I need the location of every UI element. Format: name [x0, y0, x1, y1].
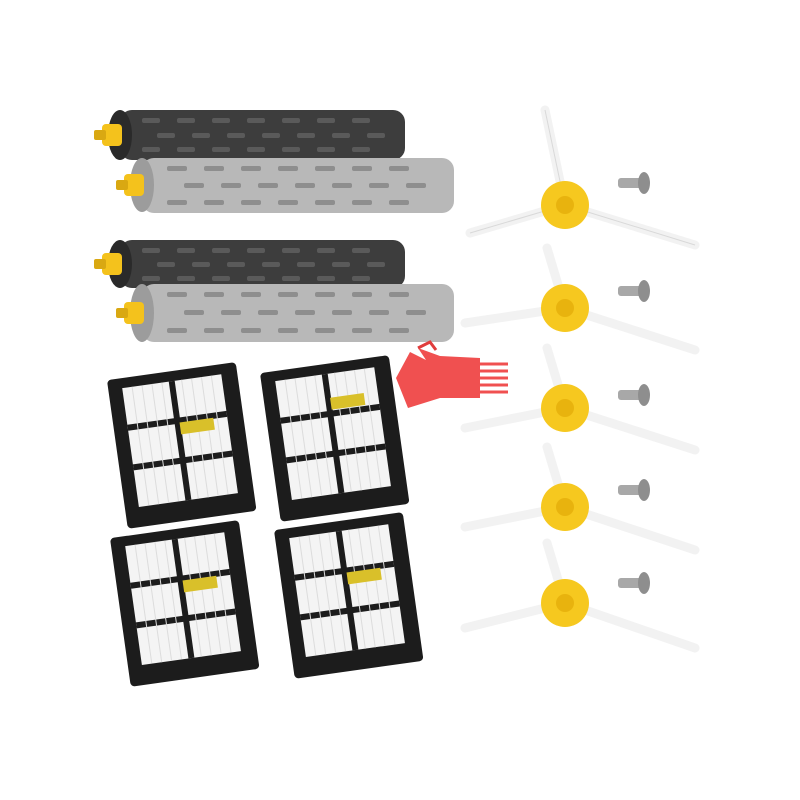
hepa-filter-2 [258, 355, 418, 525]
screw-1 [614, 168, 654, 198]
side-brush-2 [455, 238, 705, 378]
screw-4 [614, 475, 654, 505]
screw-2 [614, 276, 654, 306]
rubber-roller-light [116, 158, 454, 213]
screw-5 [614, 568, 654, 598]
side-brush-5 [455, 538, 705, 678]
side-brush-4 [455, 442, 705, 582]
hepa-filter-4 [272, 512, 432, 682]
hepa-filter-1 [105, 362, 265, 532]
screw-3 [614, 380, 654, 410]
side-brush-1 [455, 95, 705, 265]
rubber-roller-dark [94, 240, 405, 288]
rubber-roller-dark [94, 110, 405, 160]
hepa-filter-3 [108, 520, 268, 690]
roller-brush-pair-1 [92, 100, 467, 220]
side-brush-3 [455, 338, 705, 478]
cleaning-tool [388, 338, 528, 418]
rubber-roller-light [116, 284, 454, 342]
roller-brush-pair-2 [92, 232, 467, 352]
